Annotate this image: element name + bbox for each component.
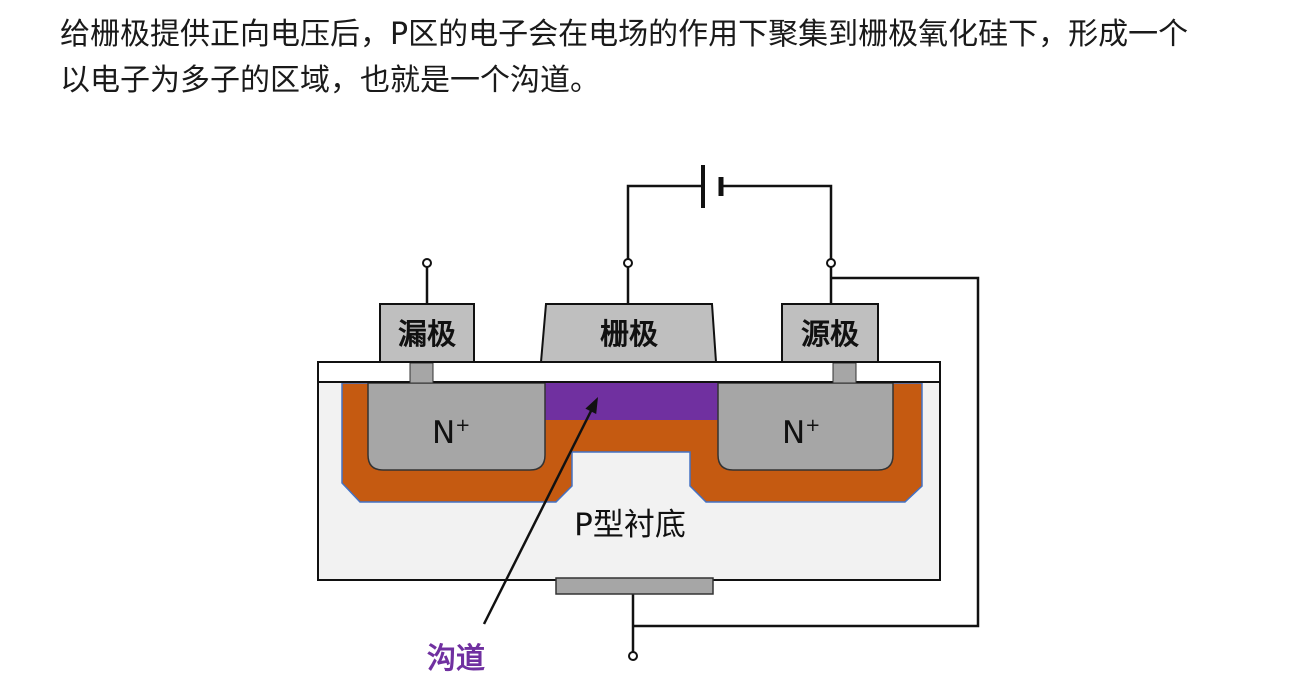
source-label: 源极 xyxy=(801,317,859,351)
paragraph-line-1: 给栅极提供正向电压后，P区的电子会在电场的作用下聚集到栅极氧化硅下，形成一个 xyxy=(60,17,1189,52)
gate-label: 栅极 xyxy=(600,317,658,351)
drain-terminal xyxy=(422,258,432,268)
n-plus-label-left: N+ xyxy=(432,415,470,451)
source-terminal xyxy=(826,258,836,268)
n-plus-right-base: N xyxy=(782,415,805,451)
n-plus-region-left xyxy=(367,382,546,471)
paragraph-line-2: 以电子为多子的区域，也就是一个沟道。 xyxy=(60,63,600,98)
substrate-contact xyxy=(555,577,714,595)
substrate-label: P型衬底 xyxy=(574,507,686,543)
source-electrode xyxy=(781,303,879,363)
source-substrate-wire xyxy=(633,276,980,628)
channel-arrow-head xyxy=(585,397,598,414)
source-contact xyxy=(832,362,857,384)
n-plus-region-right xyxy=(717,382,894,471)
gate-terminal xyxy=(623,258,633,268)
gate-battery-wire xyxy=(626,184,703,263)
n-plus-left-base: N xyxy=(432,415,455,451)
n-plus-right-sup: + xyxy=(805,415,820,436)
channel-arrow-shaft xyxy=(482,410,593,625)
channel-label: 沟道 xyxy=(427,641,485,675)
drain-contact xyxy=(409,362,434,384)
n-plus-left-sup: + xyxy=(455,415,470,436)
explanation-paragraph: 给栅极提供正向电压后，P区的电子会在电场的作用下聚集到栅极氧化硅下，形成一个 以… xyxy=(60,12,1290,104)
drain-electrode xyxy=(379,303,475,363)
gate-electrode xyxy=(539,303,718,363)
channel-region xyxy=(545,383,718,420)
battery-circuit xyxy=(626,165,833,263)
substrate-terminal xyxy=(628,651,638,661)
channel-arrow xyxy=(482,397,598,625)
source-battery-wire xyxy=(721,184,833,263)
n-plus-label-right: N+ xyxy=(782,415,820,451)
drain-label: 漏极 xyxy=(398,317,456,351)
